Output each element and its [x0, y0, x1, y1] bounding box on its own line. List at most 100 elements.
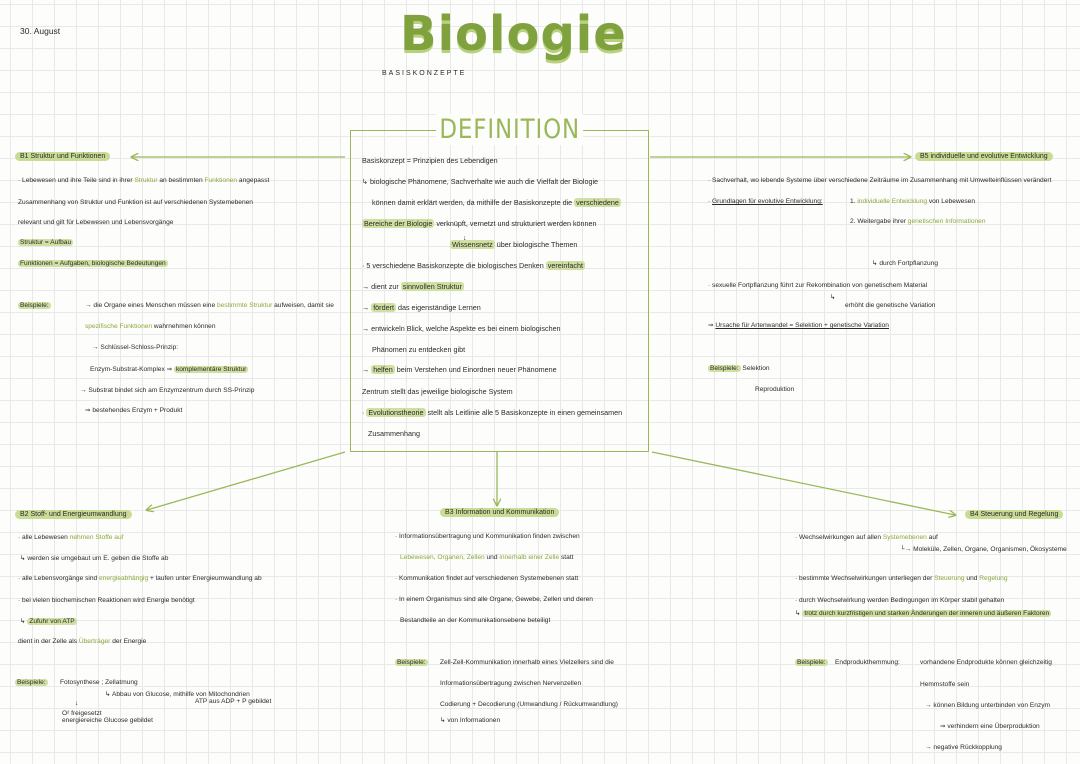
- b1-line: Struktur = Aufbau: [18, 238, 74, 247]
- b3-line: ↳ von Informationen: [440, 716, 500, 725]
- text-segment: · alle Lebewesen: [18, 534, 70, 541]
- text-segment: ↳ werden sie umgebaut um E. geben die St…: [20, 555, 169, 562]
- b2-line: ↳ Zufuhr von ATP: [20, 617, 77, 626]
- text-segment: · alle Lebensvorgänge sind: [18, 575, 100, 582]
- definition-line: Basiskonzept = Prinzipien des Lebendigen: [362, 156, 498, 165]
- text-segment: wahrnehmen können: [152, 323, 216, 330]
- text-segment: der Energie: [110, 638, 147, 645]
- highlighted-text: trotz durch kurzfristigen und starken Än…: [802, 610, 1052, 617]
- b1-line: Zusammenhang von Struktur und Funktion i…: [18, 198, 253, 207]
- b5-line: Beispiele: Selektion: [708, 364, 770, 373]
- text-segment: └→ Moleküle, Zellen, Organe, Organismen,…: [900, 546, 1067, 553]
- green-keyword: nehmen Stoffe auf: [69, 534, 124, 541]
- green-keyword: individuelle Entwicklung: [857, 198, 927, 205]
- text-segment: Zusammenhang von Struktur und Funktion i…: [18, 199, 253, 206]
- text-segment: ↳: [20, 618, 28, 625]
- b4-line: └→ Moleküle, Zellen, Organe, Organismen,…: [900, 545, 1067, 554]
- text-segment: ↳: [795, 610, 803, 617]
- b5-line: · sexuelle Fortpflanzung führt zur Rekom…: [708, 281, 927, 290]
- text-segment: Basiskonzept = Prinzipien des Lebendigen: [362, 156, 498, 165]
- b5-line: 1. individuelle Entwicklung von Lebewese…: [850, 197, 975, 206]
- text-segment: stellt als Leitlinie alle 5 Basiskonzept…: [425, 408, 623, 417]
- b1-line: Funktionen = Aufgaben, biologische Bedeu…: [18, 259, 168, 268]
- green-keyword: bestimmte Struktur: [216, 302, 273, 309]
- text-segment: · bestimmte Wechselwirkungen unterliegen…: [795, 575, 935, 582]
- green-keyword: spezifische Funktionen: [85, 323, 153, 330]
- b1-line: Beispiele:: [18, 301, 51, 310]
- highlighted-text: Zufuhr von ATP: [27, 618, 77, 625]
- text-segment: ATP aus ADP + P gebildet: [195, 698, 272, 705]
- definition-line: können damit erklärt werden, da mithilfe…: [372, 198, 621, 207]
- definition-line: → dient zur sinnvollen Struktur: [362, 282, 464, 291]
- text-segment: ⇒: [708, 322, 716, 329]
- text-segment: ·: [362, 408, 367, 417]
- highlighted-text: Beispiele:: [15, 679, 48, 686]
- highlighted-text: Bereiche der Biologie: [362, 219, 435, 228]
- b1-line: → die Organe eines Menschen müssen eine …: [85, 301, 334, 310]
- highlighted-text: verschiedene: [574, 198, 621, 207]
- definition-line: Zentrum stellt das jeweilige biologische…: [362, 387, 513, 396]
- b5-line: · Grundlagen für evolutive Entwicklung:: [708, 197, 823, 206]
- definition-line: → helfen beim Verstehen und Einordnen ne…: [362, 365, 557, 374]
- b2-line: · alle Lebensvorgänge sind energieabhäng…: [18, 574, 262, 583]
- definition-line: · Evolutionstheorie stellt als Leitlinie…: [362, 408, 622, 417]
- b2-line: energiereiche Glucose gebildet: [62, 716, 153, 725]
- text-segment: beim Verstehen und Einordnen neuer Phäno…: [394, 365, 557, 374]
- definition-line: Zusammenhang: [368, 429, 420, 438]
- text-segment: Bestandteile an der Kommunikationsebene …: [400, 617, 551, 624]
- text-segment: aufweisen, damit sie: [272, 302, 334, 309]
- text-segment: Enzym-Substrat-Komplex ⇒: [90, 366, 174, 373]
- text-segment: · sexuelle Fortpflanzung führt zur Rekom…: [708, 282, 928, 289]
- b4-line: · Wechselwirkungen auf allen Systemebene…: [795, 533, 938, 542]
- text-segment: → dient zur: [362, 282, 401, 291]
- green-keyword: energieabhängig: [99, 575, 149, 582]
- text-segment: vorhandene Endprodukte können gleichzeit…: [920, 659, 1052, 666]
- green-keyword: Systemebenen: [882, 534, 927, 541]
- text-segment: ↳ Abbau von Glucose, mithilfe von Mitoch…: [105, 691, 250, 698]
- definition-line: Phänomen zu entdecken gibt: [372, 345, 465, 354]
- green-keyword: Regelung: [979, 575, 1008, 582]
- b4-line: Beispiele:: [795, 658, 828, 667]
- text-segment: an bestimmten: [157, 177, 205, 184]
- text-segment: relevant und gilt für Lebewesen und Lebe…: [18, 219, 174, 226]
- highlighted-text: helfen: [371, 365, 395, 374]
- text-segment: → können Bildung unterbinden von Enzym: [925, 702, 1050, 709]
- b5-line: erhöht die genetische Variation: [845, 301, 935, 310]
- b5-line: 2. Weitergabe ihrer genetischen Informat…: [850, 217, 986, 226]
- text-segment: statt: [559, 554, 574, 561]
- text-segment: · 5 verschiedene Basiskonzepte die biolo…: [362, 261, 546, 270]
- definition-line: → fördert das eigenständige Lernen: [362, 303, 481, 312]
- text-segment: ⇒ bestehendes Enzym + Produkt: [85, 407, 183, 414]
- b4-line: → können Bildung unterbinden von Enzym: [925, 701, 1050, 710]
- text-segment: ↳ biologische Phänomene, Sachverhalte wi…: [362, 177, 599, 186]
- text-segment: →: [362, 365, 372, 374]
- b5-line: ↳: [830, 293, 836, 302]
- text-segment: Phänomen zu entdecken gibt: [372, 345, 466, 354]
- highlighted-text: Beispiele:: [708, 365, 741, 372]
- b5-header: B5 individuelle und evolutive Entwicklun…: [915, 152, 1053, 161]
- b1-line: Enzym-Substrat-Komplex ⇒ komplementäre S…: [90, 365, 249, 374]
- b5-line: Reproduktion: [755, 385, 794, 394]
- b1-line: spezifische Funktionen wahrnehmen können: [85, 322, 216, 331]
- green-keyword: Überträger: [78, 638, 111, 645]
- text-segment: das eigenständige Lernen: [395, 303, 481, 312]
- definition-line: Bereiche der Biologie verknüpft, vernetz…: [362, 219, 597, 228]
- highlighted-text: Evolutionstheorie: [366, 408, 426, 417]
- text-segment: · Wechselwirkungen auf allen: [795, 534, 883, 541]
- green-keyword: Struktur: [134, 177, 158, 184]
- text-segment: Zentrum stellt das jeweilige biologische…: [362, 387, 513, 396]
- text-segment: Reproduktion: [755, 386, 795, 393]
- text-segment: und: [484, 554, 500, 561]
- b3-line: · Kommunikation findet auf verschiedenen…: [395, 574, 578, 583]
- highlighted-text: Funktionen = Aufgaben, biologische Bedeu…: [18, 260, 168, 267]
- text-segment: → negative Rückkopplung: [925, 744, 1002, 751]
- highlighted-text: fördert: [371, 303, 396, 312]
- text-segment: Zusammenhang: [368, 429, 420, 438]
- text-segment: ↳ durch Fortpflanzung: [872, 260, 939, 267]
- connector-b4: [651, 451, 955, 515]
- b2-line: · alle Lebewesen nehmen Stoffe auf: [18, 533, 123, 542]
- b3-line: · Informationsübertragung und Kommunikat…: [395, 532, 580, 541]
- highlighted-text: komplementäre Struktur: [173, 366, 249, 373]
- date-label: 30. August: [20, 26, 61, 36]
